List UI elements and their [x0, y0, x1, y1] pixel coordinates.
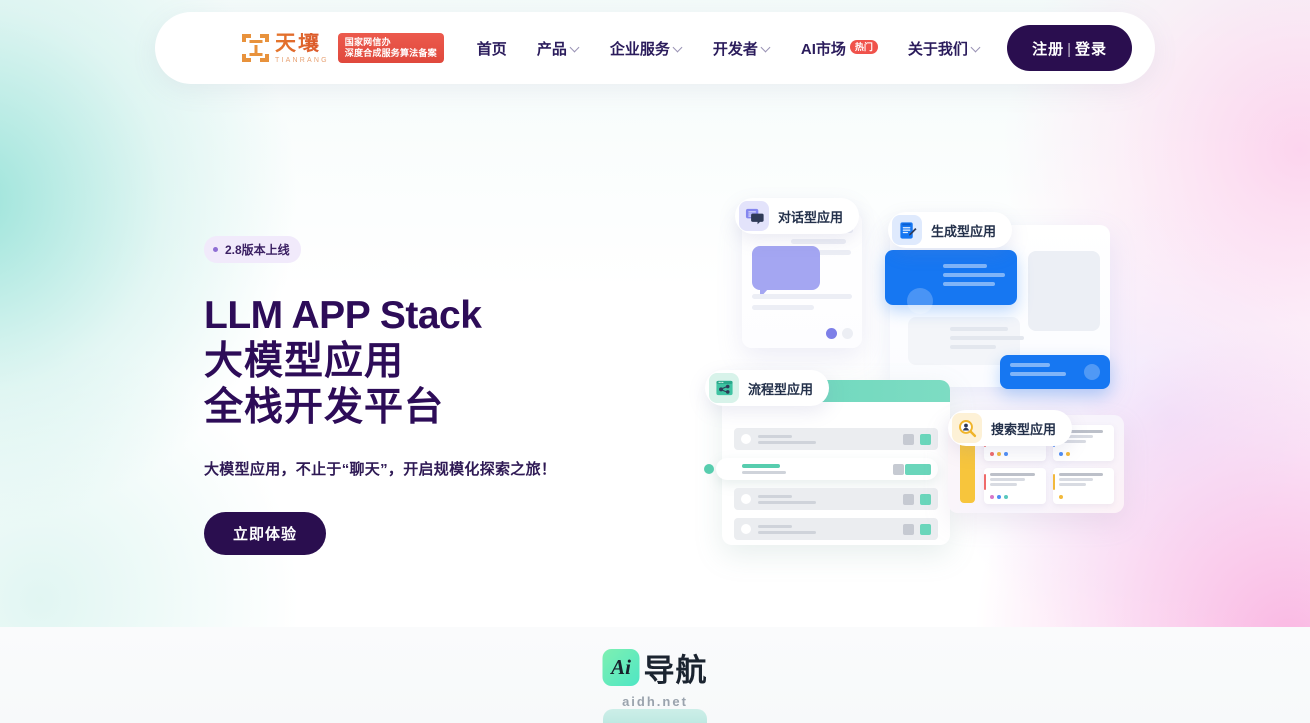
- nav-item-developers[interactable]: 开发者: [713, 38, 771, 59]
- search-person-icon: [952, 413, 982, 443]
- version-badge[interactable]: 2.8版本上线: [204, 236, 301, 263]
- pill-label: 生成型应用: [931, 223, 997, 239]
- site-header: 天壤 TIANRANG 国家网信办 深度合成服务算法备案 首页 产品 企业服务 …: [155, 12, 1155, 84]
- flow-row: [734, 428, 938, 450]
- register-login-button[interactable]: 注册|登录: [1007, 25, 1132, 71]
- main-navigation: 首页 产品 企业服务 开发者 AI市场 热门 关于我们: [477, 38, 981, 59]
- pill-flow-app[interactable]: 流程型应用: [705, 370, 830, 406]
- flow-card-row-list: [704, 428, 938, 548]
- nav-label: 企业服务: [609, 40, 670, 58]
- gov-filing-line-1: 国家网信办: [344, 37, 391, 47]
- search-result-item: [984, 468, 1046, 504]
- gen-card-secondary-block: [1000, 355, 1110, 389]
- nav-label: 关于我们: [907, 40, 968, 58]
- nav-item-enterprise-services[interactable]: 企业服务: [610, 38, 683, 59]
- chat-bubble-shape: [752, 246, 820, 298]
- version-dot-icon: [213, 247, 218, 252]
- document-pen-icon: [892, 215, 922, 245]
- hot-badge: 热门: [849, 40, 878, 54]
- watermark-name: 导航: [643, 653, 708, 688]
- nav-item-home[interactable]: 首页: [477, 38, 507, 59]
- chevron-down-icon: [972, 43, 981, 52]
- search-result-item: [1052, 468, 1114, 504]
- chat-card-action-dots: [826, 328, 853, 339]
- chevron-down-icon: [762, 43, 771, 52]
- gov-filing-line-2: 深度合成服务算法备案: [344, 48, 437, 58]
- next-section-background: [0, 627, 1310, 723]
- pill-search-app[interactable]: 搜索型应用: [948, 410, 1073, 446]
- nav-item-products[interactable]: 产品: [537, 38, 580, 59]
- hero-section: 2.8版本上线 LLM APP Stack 大模型应用 全栈开发平台 大模型应用…: [204, 236, 674, 555]
- title-line-3: 全栈开发平台: [204, 386, 445, 429]
- logo-chinese-name: 天壤: [275, 33, 329, 54]
- watermark-logo-row: Ai 导航: [602, 645, 708, 690]
- watermark-url: aidh.net: [622, 694, 688, 709]
- nav-label: 首页: [476, 40, 507, 58]
- nav-item-about-us[interactable]: 关于我们: [908, 38, 981, 59]
- hero-illustration: 对话型应用 生成型应用: [700, 180, 1160, 560]
- flow-row: [734, 488, 938, 510]
- watermark-ai-badge: Ai: [602, 649, 640, 686]
- generation-app-card: [885, 225, 1110, 439]
- tianrang-bracket-logo-icon: [242, 34, 269, 62]
- nav-label: AI市场: [800, 40, 846, 58]
- auth-separator: |: [1067, 40, 1072, 58]
- try-now-button[interactable]: 立即体验: [204, 512, 327, 555]
- chat-card-footer-lines: [752, 294, 852, 316]
- flow-share-icon: [709, 373, 739, 403]
- pill-label: 搜索型应用: [991, 421, 1057, 437]
- site-logo[interactable]: 天壤 TIANRANG: [242, 33, 329, 64]
- gen-card-primary-block: [885, 250, 1017, 314]
- chevron-down-icon: [571, 43, 580, 52]
- version-badge-label: 2.8版本上线: [225, 243, 290, 257]
- gov-filing-badge: 国家网信办 深度合成服务算法备案: [337, 33, 444, 63]
- nav-label: 产品: [536, 40, 567, 58]
- chat-bubbles-icon: [739, 201, 769, 231]
- title-line-1: LLM APP Stack: [204, 294, 482, 337]
- register-label: 注册: [1032, 40, 1065, 58]
- site-watermark: Ai 导航 aidh.net: [602, 645, 708, 709]
- flow-row-active: [704, 458, 938, 480]
- login-label: 登录: [1074, 40, 1107, 58]
- logo-latin-name: TIANRANG: [275, 56, 329, 64]
- pill-generation-app[interactable]: 生成型应用: [888, 212, 1013, 248]
- pill-chat-app[interactable]: 对话型应用: [735, 198, 860, 234]
- pill-label: 流程型应用: [748, 381, 814, 397]
- bottom-peek-element: [603, 709, 707, 723]
- nav-label: 开发者: [712, 40, 758, 58]
- nav-item-ai-market[interactable]: AI市场 热门: [801, 38, 878, 59]
- page-title: LLM APP Stack 大模型应用 全栈开发平台: [204, 293, 674, 431]
- flow-row: [734, 518, 938, 540]
- pill-label: 对话型应用: [778, 209, 844, 225]
- hero-subtitle: 大模型应用，不止于“聊天”，开启规模化探索之旅！: [204, 461, 557, 478]
- title-line-2: 大模型应用: [204, 340, 405, 383]
- gen-card-placeholder-panel: [1028, 251, 1100, 331]
- chevron-down-icon: [674, 43, 683, 52]
- gen-card-block-avatar: [907, 288, 933, 314]
- chat-app-card: [742, 212, 862, 348]
